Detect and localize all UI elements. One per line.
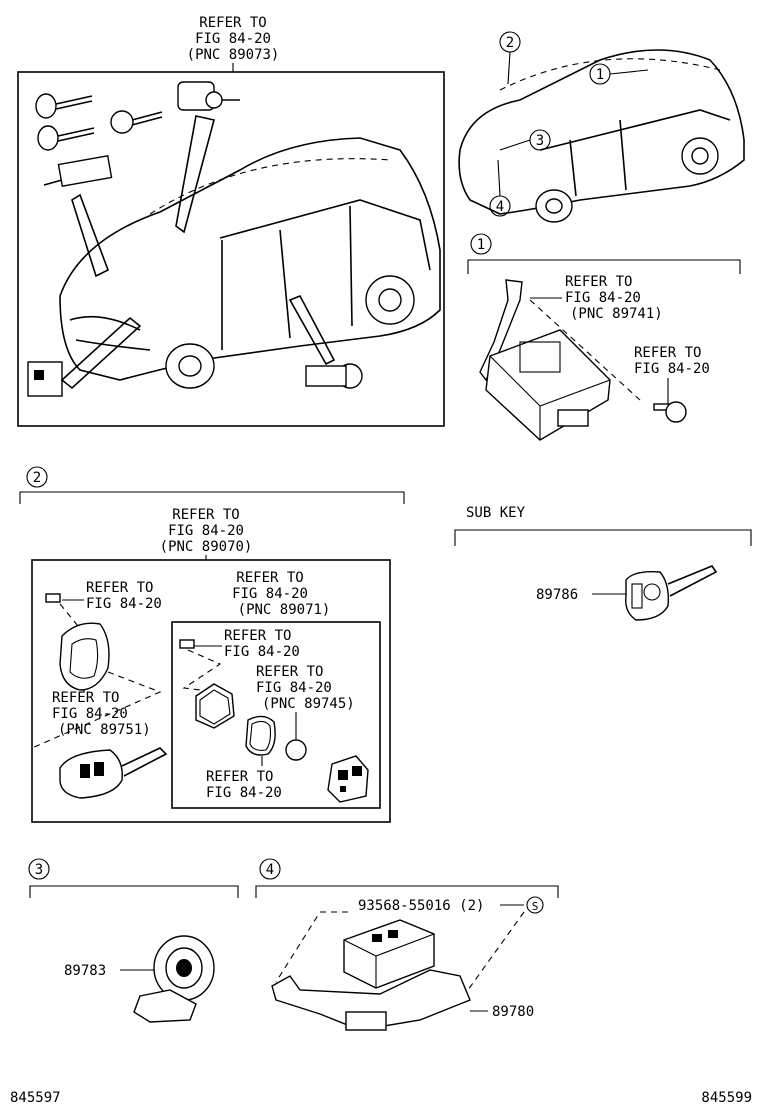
group-1-ref-line1: REFER TO (565, 274, 632, 290)
connector-icon (27, 316, 142, 397)
group-1-bolt-ref-line1: REFER TO (634, 345, 701, 361)
group-2-frame (31, 559, 391, 823)
sub-key-icon (625, 565, 718, 621)
control-module-icon (479, 279, 611, 441)
inner-battery-ref-line3: (PNC 89745) (262, 696, 355, 712)
group-1-bolt-ref-line2: FIG 84-20 (634, 361, 710, 377)
key-icon (35, 93, 163, 151)
group-2-case-ref-line1: REFER TO (52, 690, 119, 706)
inner-ref-line1: REFER TO (236, 570, 303, 586)
sub-key-title: SUB KEY (466, 505, 526, 521)
overview-ref-line3: (PNC 89073) (187, 47, 280, 63)
callout-2-marker: 2 (499, 31, 521, 85)
screw-icon (45, 593, 61, 603)
group-4-part-number: 89780 (492, 1004, 534, 1020)
overview-frame (17, 71, 445, 427)
group-1-ref-line2: FIG 84-20 (565, 290, 641, 306)
transmitter-key-icon (59, 747, 168, 799)
group-4-number: 4 (266, 862, 274, 878)
sub-key-part-number: 89786 (536, 587, 578, 603)
door-lock-cylinder-icon (175, 81, 240, 234)
overview-ref-line1: REFER TO (199, 15, 266, 31)
group-2-case-ref-line2: FIG 84-20 (52, 706, 128, 722)
relay-module-icon (271, 919, 471, 1031)
battery-icon (285, 739, 307, 761)
inner-seal-ref-line1: REFER TO (206, 769, 273, 785)
group-2-ref-line1: REFER TO (172, 507, 239, 523)
sub-key-group: SUB KEY 89786 (454, 505, 752, 621)
ignition-cylinder-icon (43, 155, 113, 278)
bolt-icon (653, 401, 687, 423)
group-1: 1 REFER TO FIG 84-20 (PNC 89741) REFER T… (467, 233, 741, 441)
vehicle-location-view: 2 1 3 4 (458, 31, 745, 223)
group-2-screw-ref-line2: FIG 84-20 (86, 596, 162, 612)
group-2-ref-line2: FIG 84-20 (168, 523, 244, 539)
transmitter-board-icon (195, 683, 235, 729)
overview-ref-line2: FIG 84-20 (195, 31, 271, 47)
inner-screw-ref-line1: REFER TO (224, 628, 291, 644)
inner-ref-line2: FIG 84-20 (232, 586, 308, 602)
group-2: 2 REFER TO FIG 84-20 (PNC 89070) REFER T… (19, 466, 405, 823)
group-4-screw-part: 93568-55016 (2) (358, 898, 484, 914)
inner-screw-ref-line2: FIG 84-20 (224, 644, 300, 660)
inner-battery-ref-line1: REFER TO (256, 664, 323, 680)
group-2-case-ref-line3: (PNC 89751) (58, 722, 151, 738)
group-2-screw-ref-line1: REFER TO (86, 580, 153, 596)
group-2-ref-line3: (PNC 89070) (160, 539, 253, 555)
inner-battery-ref-line2: FIG 84-20 (256, 680, 332, 696)
key-case-icon (59, 622, 110, 691)
svg-text:1: 1 (596, 67, 604, 83)
group-4-screw-mark: S (532, 900, 539, 913)
group-3-part-number: 89783 (64, 963, 106, 979)
inner-screw-icon (179, 639, 195, 649)
footer-left-code: 845597 (10, 1090, 61, 1106)
svg-text:4: 4 (496, 199, 504, 215)
keypad-icon (327, 755, 369, 803)
svg-text:3: 3 (536, 133, 544, 149)
svg-text:2: 2 (506, 35, 514, 51)
back-door-cylinder-icon (288, 294, 363, 389)
callout-3-marker: 3 (499, 129, 551, 151)
callout-4-marker: 4 (489, 159, 511, 217)
group-3-number: 3 (35, 862, 43, 878)
screw-mark-icon (526, 896, 544, 914)
inner-seal-ref-line2: FIG 84-20 (206, 785, 282, 801)
inner-ref-line3: (PNC 89071) (238, 602, 331, 618)
footer-right-code: 845599 (701, 1090, 752, 1106)
group-1-ref-line3: (PNC 89741) (570, 306, 663, 322)
callout-1-marker: 1 (589, 63, 649, 85)
seal-ring-icon (245, 715, 276, 756)
vehicle-outline (59, 137, 441, 389)
group-3: 3 89783 (28, 858, 239, 1023)
inner-frame (171, 621, 381, 809)
horn-icon (133, 935, 215, 1023)
group-1-number: 1 (477, 237, 485, 253)
group-4: 4 93568-55016 (2) S 89780 (255, 858, 559, 1031)
overview-box: REFER TO FIG 84-20 (PNC 89073) (17, 15, 445, 427)
group-2-number: 2 (33, 470, 41, 486)
